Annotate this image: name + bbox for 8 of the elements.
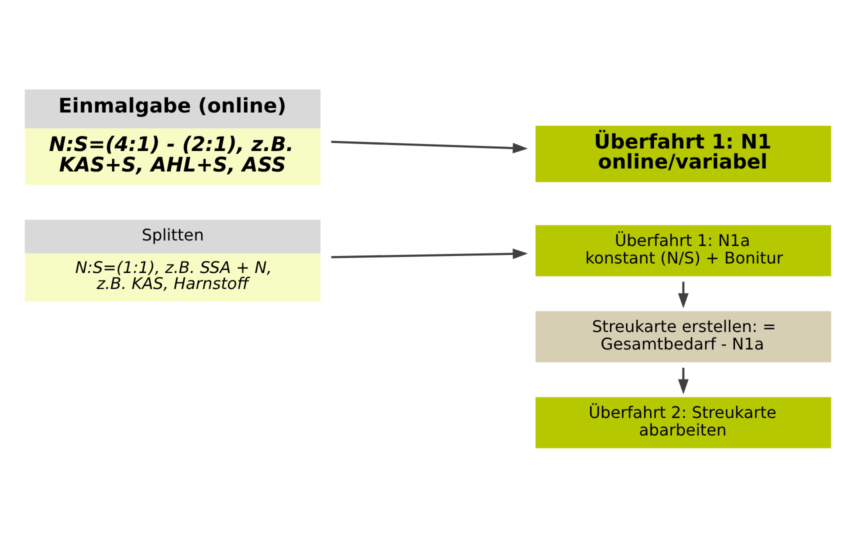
arrow bbox=[331, 140, 528, 153]
node-box: Überfahrt 1: N1 online/variabel bbox=[536, 125, 832, 182]
node-box: Streukarte erstellen: = Gesamtbedarf - N1a bbox=[536, 310, 832, 362]
arrow bbox=[331, 248, 528, 259]
arrow bbox=[678, 367, 689, 394]
node-box: Überfahrt 2: Streukarte abarbeiten bbox=[536, 396, 832, 448]
arrow bbox=[678, 281, 689, 308]
node-box: Überfahrt 1: N1a konstant (N/S) + Bonitur bbox=[536, 224, 832, 276]
